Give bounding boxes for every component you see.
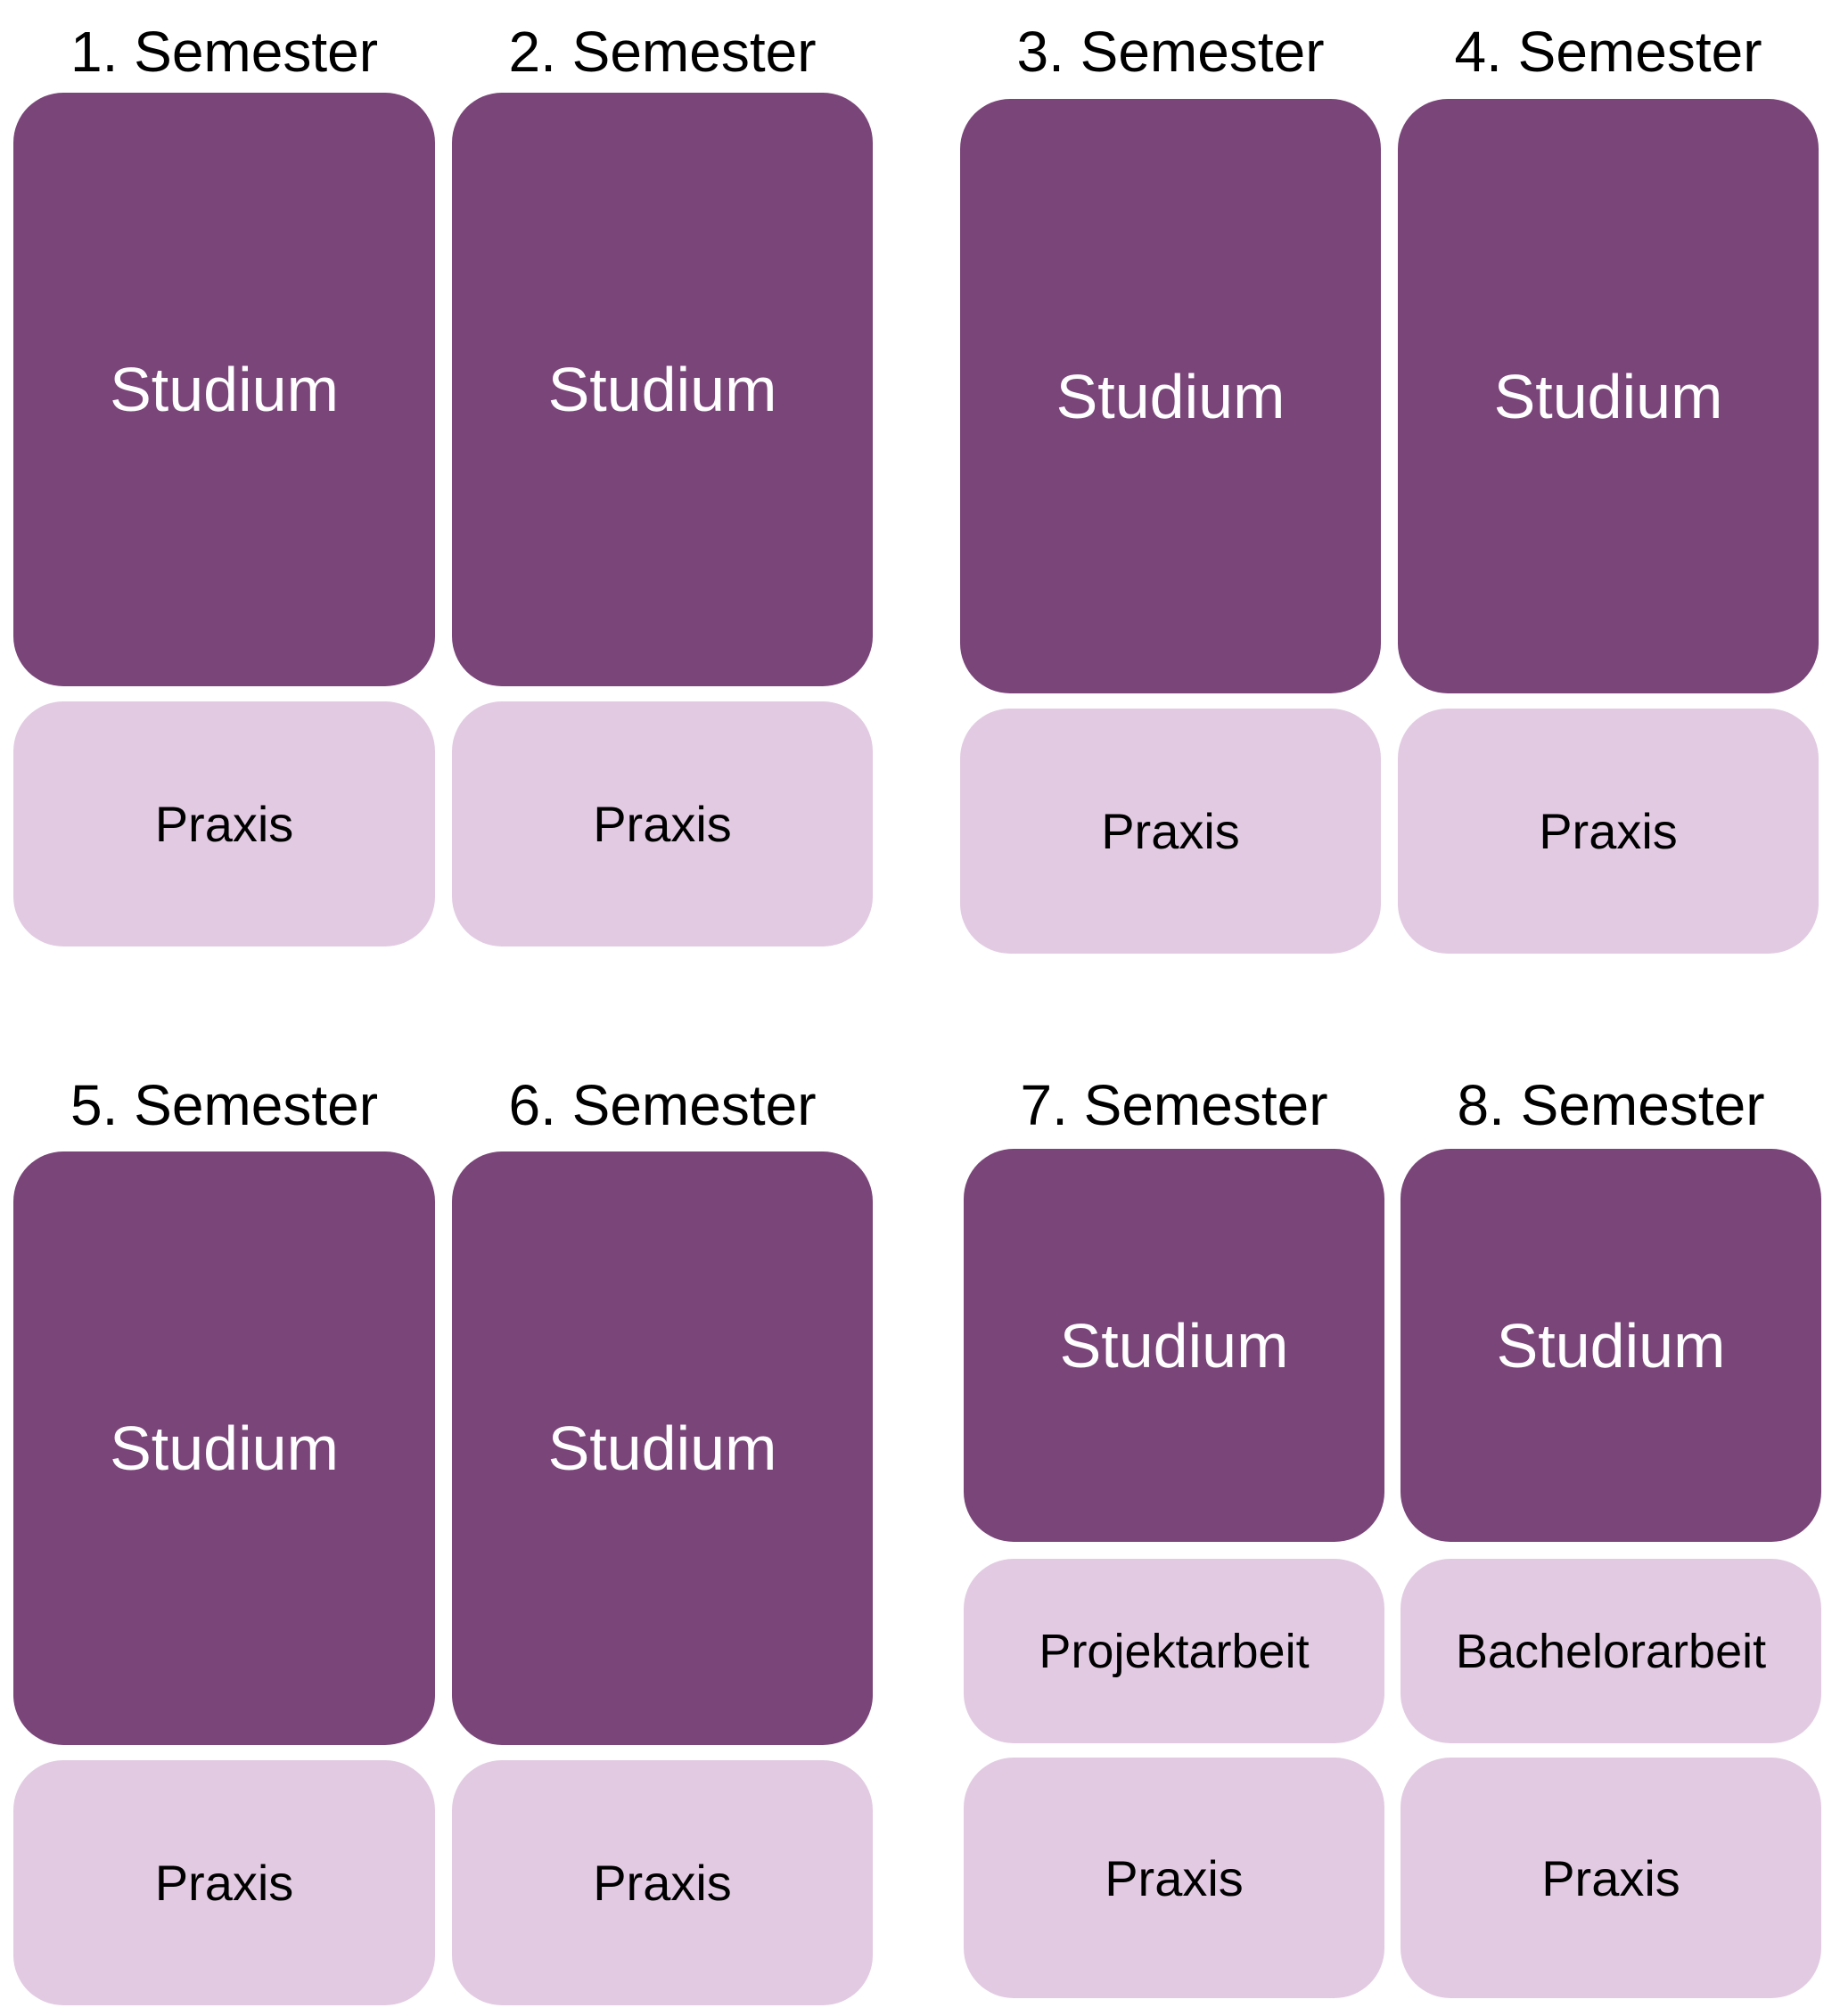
praxis-block: Praxis bbox=[13, 1760, 435, 2005]
praxis-block: Praxis bbox=[964, 1758, 1384, 1998]
studium-block: Studium bbox=[1401, 1149, 1821, 1542]
semester-title: 2. Semester bbox=[508, 20, 817, 84]
semester-title: 3. Semester bbox=[1016, 20, 1325, 84]
studium-block: Studium bbox=[13, 93, 435, 686]
praxis-block: Praxis bbox=[13, 701, 435, 947]
praxis-block: Praxis bbox=[1401, 1758, 1821, 1998]
studium-block: Studium bbox=[960, 99, 1381, 693]
semester-title: 8. Semester bbox=[1457, 1073, 1765, 1137]
bachelorarbeit-block: Bachelorarbeit bbox=[1401, 1559, 1821, 1743]
studium-block: Studium bbox=[964, 1149, 1384, 1542]
semester-title: 5. Semester bbox=[70, 1073, 379, 1137]
studium-block: Studium bbox=[452, 1151, 873, 1745]
praxis-block: Praxis bbox=[1398, 709, 1819, 954]
semester-title: 1. Semester bbox=[70, 20, 379, 84]
praxis-block: Praxis bbox=[452, 701, 873, 947]
praxis-block: Praxis bbox=[452, 1760, 873, 2005]
semester-title: 7. Semester bbox=[1020, 1073, 1328, 1137]
praxis-block: Praxis bbox=[960, 709, 1381, 954]
studium-block: Studium bbox=[13, 1151, 435, 1745]
studium-block: Studium bbox=[1398, 99, 1819, 693]
semester-title: 4. Semester bbox=[1454, 20, 1762, 84]
projektarbeit-block: Projektarbeit bbox=[964, 1559, 1384, 1743]
studium-block: Studium bbox=[452, 93, 873, 686]
semester-title: 6. Semester bbox=[508, 1073, 817, 1137]
